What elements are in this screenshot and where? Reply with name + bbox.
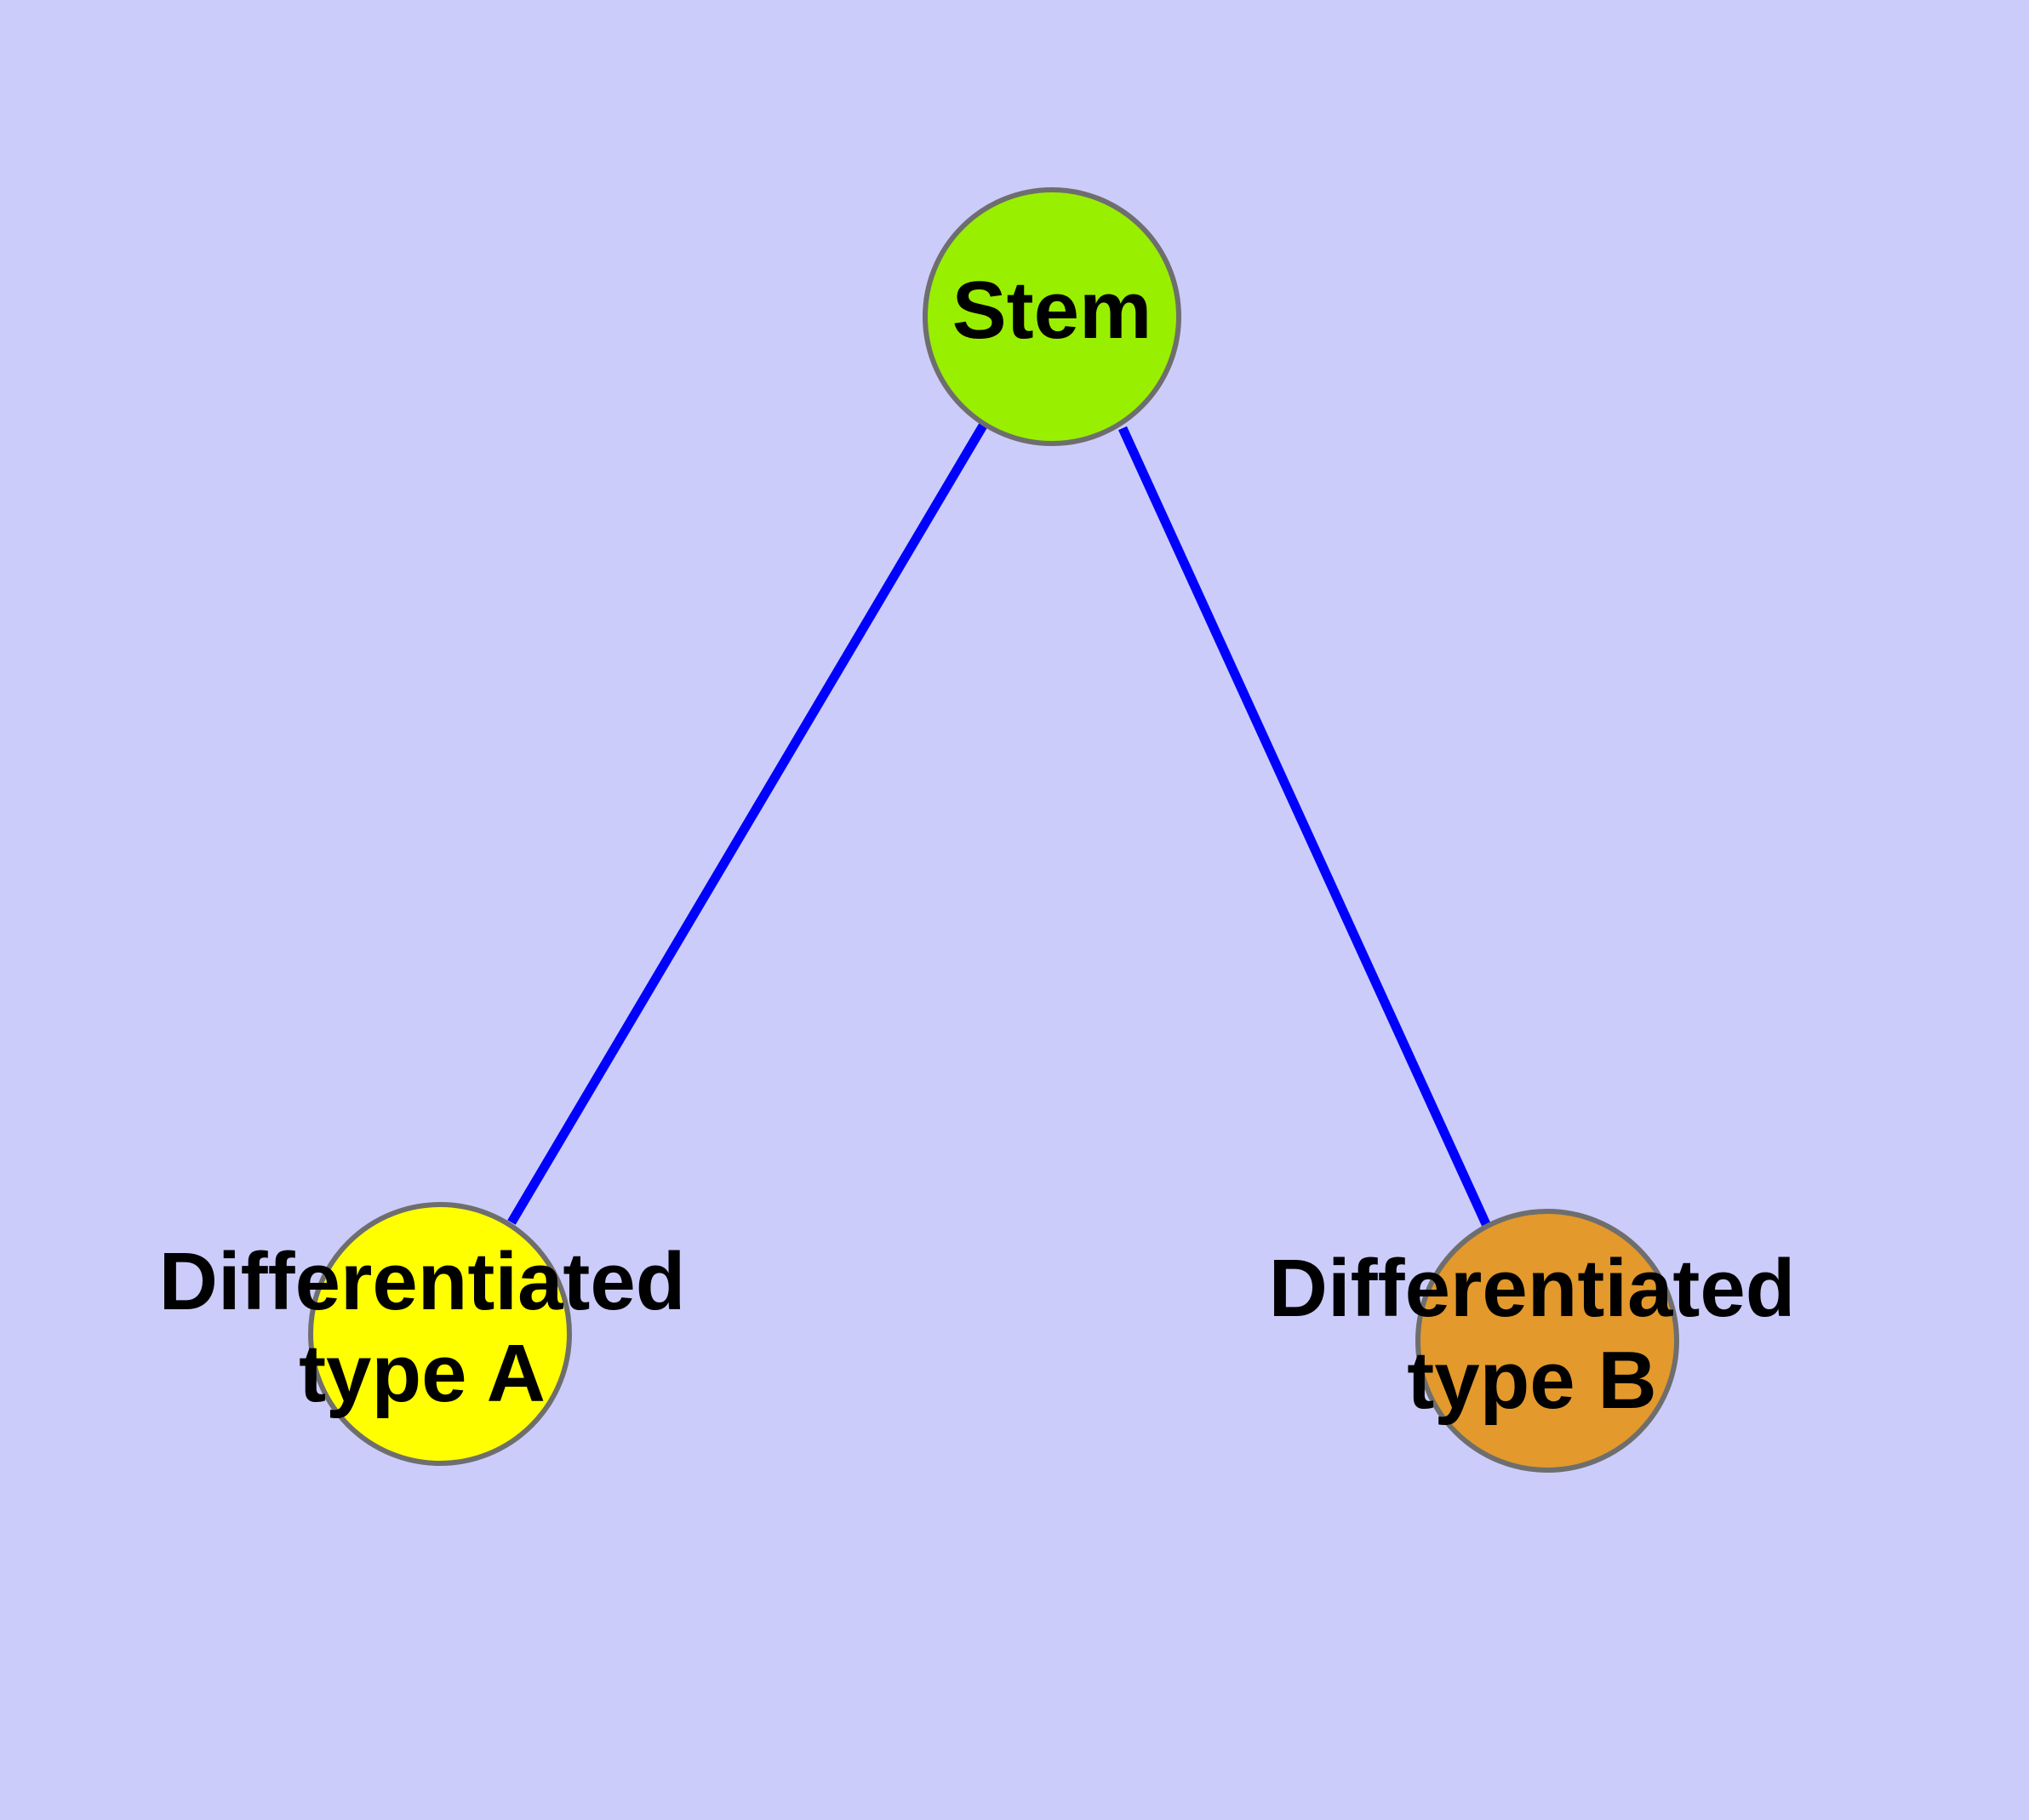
node-stem[interactable] bbox=[923, 187, 1181, 446]
node-label-line: Differentiated bbox=[159, 1237, 686, 1328]
node-diff_a[interactable] bbox=[308, 1202, 572, 1466]
edge-stem-to-diff-a[interactable] bbox=[507, 423, 987, 1225]
node-label-line: Stem bbox=[952, 265, 1152, 356]
nodes-group bbox=[308, 187, 1679, 1473]
node-label-line: type B bbox=[1407, 1335, 1656, 1426]
edge-stem-to-diff-b[interactable] bbox=[1117, 426, 1491, 1227]
edges-group bbox=[507, 423, 1491, 1227]
node-label-stem: Stem bbox=[952, 265, 1152, 356]
node-label-line: Differentiated bbox=[1269, 1244, 1796, 1335]
node-diff_b[interactable] bbox=[1415, 1209, 1679, 1473]
node-label-line: type A bbox=[299, 1328, 546, 1419]
